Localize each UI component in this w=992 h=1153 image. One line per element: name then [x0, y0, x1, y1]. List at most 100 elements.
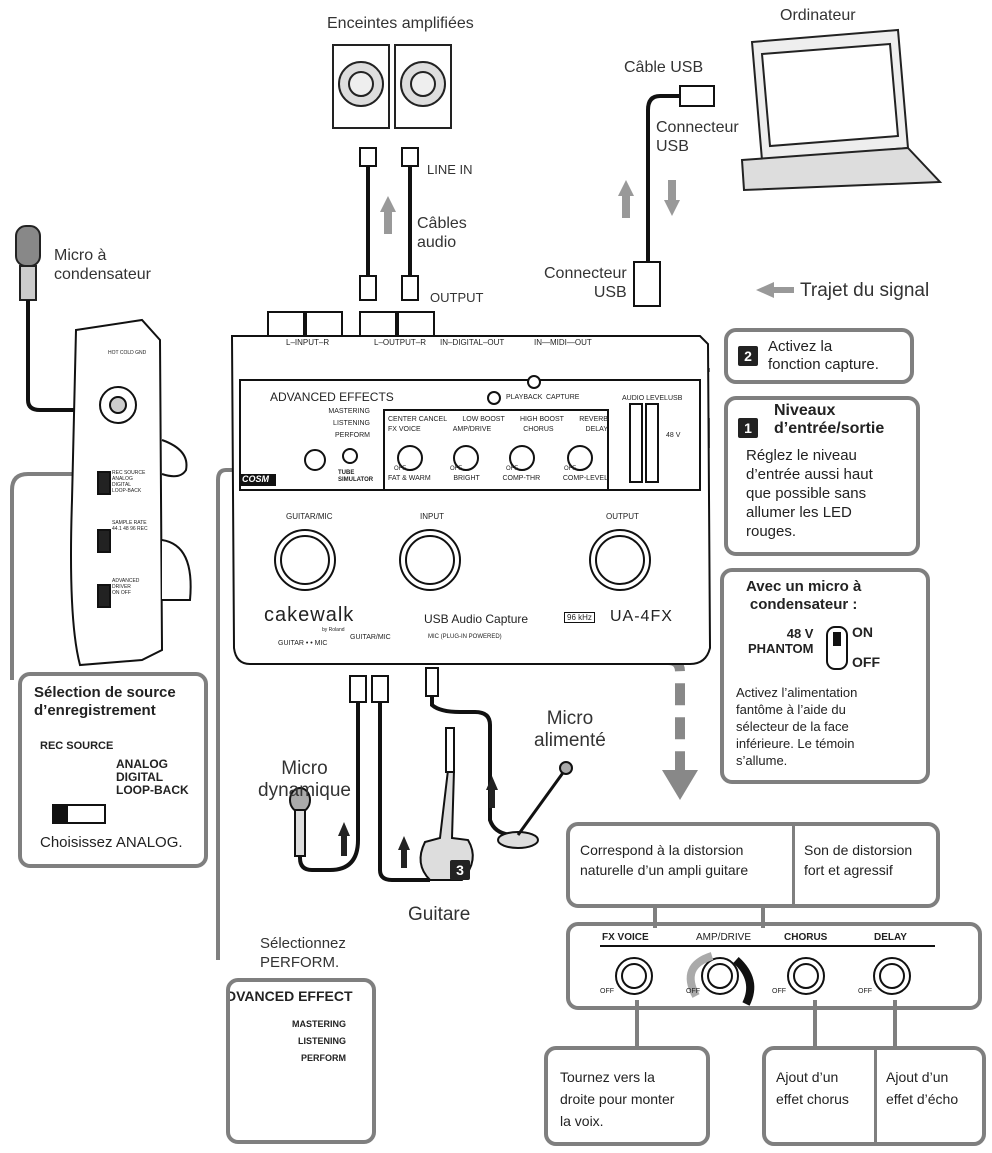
zoom-mode-listening: LISTENING: [297, 1036, 346, 1046]
speakers-label: Enceintes amplifiées: [327, 15, 474, 32]
rear-label-output: L–OUTPUT–R: [374, 338, 427, 347]
condenser-mic-drawing: [15, 225, 80, 412]
usb-label: USB: [668, 395, 683, 402]
fx-high-boost: HIGH BOOST: [520, 416, 564, 423]
phantom-off: OFF: [852, 654, 880, 670]
brand-logo: cakewalk: [264, 604, 355, 626]
guitar-mic-switch-label: GUITAR • • MIC: [278, 640, 328, 647]
phantom-text: Activez l’alimentation fantôme à l’aide …: [736, 685, 858, 768]
bottom-desc-divider: [874, 1050, 877, 1142]
line-in-label: LINE IN: [427, 162, 473, 177]
voice-desc-text: Tournez vers la droite pour monter la vo…: [560, 1069, 675, 1129]
side-advanced: ADVANCED DRIVER ON OFF: [112, 578, 152, 596]
rec-source-switch: [52, 804, 106, 824]
fx-knob-off-3: OFF: [506, 466, 518, 472]
signal-arrowhead: [662, 770, 698, 800]
callout-levels: 1 Niveaux d’entrée/sortie Réglez le nive…: [724, 396, 920, 556]
callout-rec-source: Sélection de source d’enregistrement REC…: [18, 672, 208, 868]
rec-source-leader: [10, 472, 104, 680]
side-rates: 44.1 48 96 REC: [112, 526, 148, 532]
fx-chorus: CHORUS: [523, 426, 554, 433]
fx-comp-level: COMP-LEVEL: [562, 475, 608, 482]
chorus-delay-description: Ajout d’un effet chorus Ajout d’un effet…: [762, 1046, 986, 1146]
device-body: [230, 311, 712, 665]
fx-knob-off-2: OFF: [450, 466, 462, 472]
signal-path-label: Trajet du signal: [800, 280, 930, 301]
delay-desc-text: Ajout d’un effet d’écho: [886, 1069, 959, 1107]
fx-panel: [570, 928, 980, 1000]
usb-connector-top-label: Connecteur USB: [656, 119, 739, 155]
zoom-mode-mastering: MASTERING: [292, 1019, 346, 1029]
cosm-badge: [240, 474, 276, 486]
phantom-on: ON: [852, 624, 873, 640]
chorus-desc-text: Ajout d’un effet chorus: [776, 1069, 849, 1107]
guitar-mic-knob-label: GUITAR/MIC: [286, 512, 333, 521]
phantom-48v-led-label: 48 V: [666, 432, 681, 439]
amp-desc-divider: [792, 826, 795, 904]
usb-audio-capture-label: USB Audio Capture: [424, 612, 529, 626]
side-advanced-title: ADVANCED DRIVER: [112, 578, 140, 590]
rec-source-title: Sélection de source d’enregistrement: [34, 684, 176, 719]
fx-low-boost: LOW BOOST: [462, 416, 505, 423]
rate-indicator: 96 kHz: [564, 612, 595, 623]
fx-comp-thr: COMP-THR: [502, 475, 541, 482]
guitar-label: Guitare: [408, 904, 471, 925]
rec-source-label: REC SOURCE: [40, 740, 114, 752]
fx-row-3: FAT & WARM BRIGHT COMP-THR COMP-LEVEL: [388, 475, 608, 482]
fx-panel-off-4: OFF: [858, 988, 872, 995]
fx-reverb: REVERB: [579, 416, 608, 423]
mode-list: MASTERING LISTENING PERFORM: [300, 406, 370, 442]
condenser-mic-label: Micro à condensateur: [54, 247, 151, 283]
fx-panel-delay: DELAY: [874, 932, 907, 943]
side-on-off: ON OFF: [112, 590, 131, 596]
fx-row-2: FX VOICE AMP/DRIVE CHORUS DELAY: [388, 426, 608, 433]
side-analog: ANALOG: [112, 476, 133, 482]
perform-zoom: DVANCED EFFECT MASTERING LISTENING PERFO…: [226, 978, 376, 1144]
side-digital: DIGITAL: [112, 482, 132, 488]
rec-option-loopback: LOOP-BACK: [116, 783, 189, 797]
fx-amp-drive: AMP/DRIVE: [452, 426, 492, 433]
fx-panel-off-2: OFF: [686, 988, 700, 995]
by-roland: by Roland: [322, 627, 345, 633]
step-badge-2: 2: [738, 346, 758, 366]
phantom-switch: [826, 626, 848, 670]
phantom-title: Avec un micro à condensateur :: [746, 578, 862, 613]
rec-source-switch-knob: [54, 806, 68, 822]
fx-fat-warm: FAT & WARM: [388, 475, 431, 482]
amp-drive-description: Correspond à la distorsion naturelle d’u…: [566, 822, 940, 908]
mode-perform: PERFORM: [335, 432, 370, 439]
fx-panel-zoom: FX VOICE AMP/DRIVE CHORUS DELAY OFF OFF …: [566, 922, 982, 1010]
fx-delay: DELAY: [585, 426, 608, 433]
callout-capture: 2 Activez la fonction capture.: [724, 328, 914, 384]
fx-panel-chorus: CHORUS: [784, 932, 828, 943]
capture-label: CAPTURE: [546, 394, 580, 401]
advanced-effects-label: ADVANCED EFFECTS: [270, 390, 394, 404]
callout-levels-title: Niveaux d’entrée/sortie: [774, 402, 885, 437]
output-label: OUTPUT: [430, 290, 484, 305]
fx-knob-off-4: OFF: [564, 466, 576, 472]
usb-cable-label: Câble USB: [624, 59, 704, 76]
rear-label-input: L–INPUT–R: [286, 338, 330, 347]
mode-mastering: MASTERING: [328, 408, 370, 415]
model-label: UA-4FX: [610, 608, 673, 625]
amp-desc-right: Son de distorsion fort et agressif: [804, 842, 913, 878]
fx-knob-off-1: OFF: [394, 466, 406, 472]
phantom-switch-knob: [833, 632, 841, 646]
fx-panel-amp: AMP/DRIVE: [696, 932, 752, 943]
side-sample-rate: SAMPLE RATE 44.1 48 96 REC: [112, 520, 148, 532]
fx-voice: FX VOICE: [388, 426, 421, 433]
side-rec-source: REC SOURCE ANALOG DIGITAL LOOP-BACK: [112, 470, 145, 494]
side-sample-rate-title: SAMPLE RATE: [112, 520, 147, 526]
side-loopback: LOOP-BACK: [112, 488, 142, 494]
fx-panel-off-3: OFF: [772, 988, 786, 995]
fx-bright: BRIGHT: [453, 475, 480, 482]
usb-connector-bottom-label: Connecteur USB: [544, 265, 627, 301]
step-badge-1: 1: [738, 418, 758, 438]
perform-zoom-modes: MASTERING LISTENING PERFORM: [274, 1016, 346, 1067]
laptop: [740, 28, 943, 192]
voice-description: Tournez vers la droite pour monter la vo…: [544, 1046, 710, 1146]
mode-listening: LISTENING: [333, 420, 370, 427]
callout-phantom: Avec un micro à condensateur : 48 V PHAN…: [720, 568, 930, 784]
